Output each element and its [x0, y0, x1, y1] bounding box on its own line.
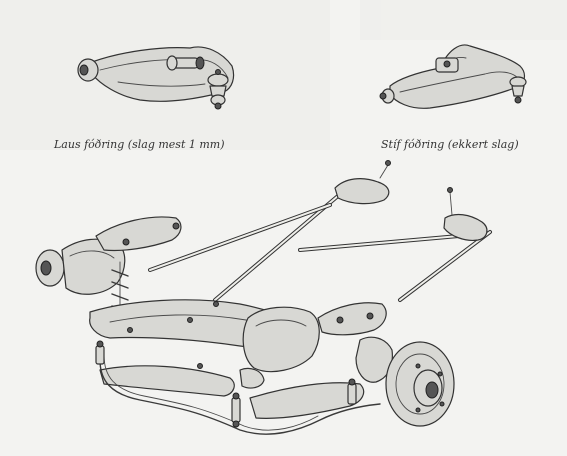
- upper-control-arm-stiff-bushing-icon: [379, 44, 527, 109]
- paper-texture: [0, 0, 567, 150]
- front-suspension-assembly-icon: [35, 160, 492, 435]
- caption-loose-bushing: Laus fóðring (slag mest 1 mm): [54, 138, 225, 151]
- caption-stiff-bushing: Stíf fóðring (ekkert slag): [381, 138, 519, 151]
- upper-control-arm-loose-bushing-icon: [77, 46, 235, 110]
